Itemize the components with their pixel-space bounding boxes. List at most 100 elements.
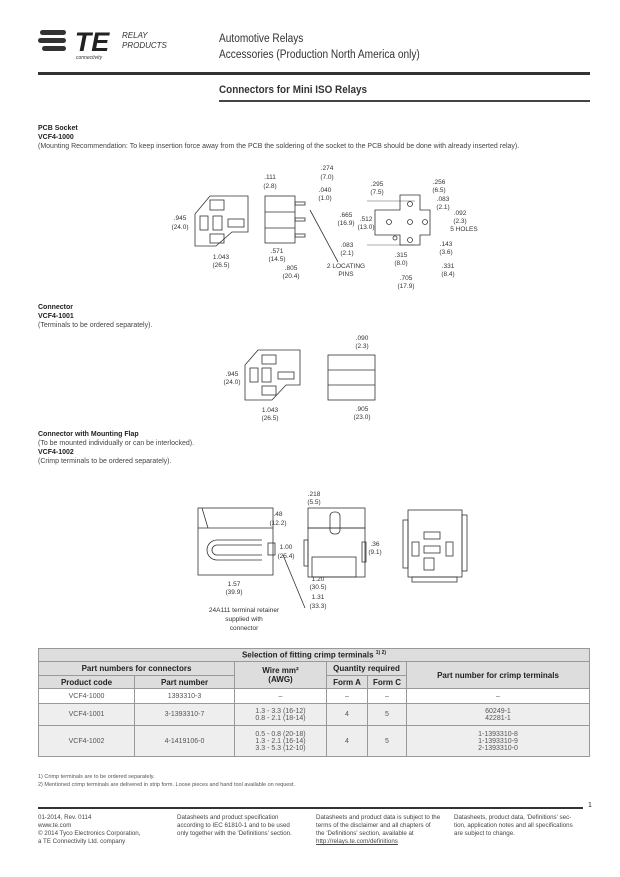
pcb-footprint-view [367, 194, 431, 246]
dim-label: 1.57 [228, 581, 241, 588]
section-divider [219, 100, 590, 102]
table-title: Selection of fitting crimp terminals 1) … [38, 648, 590, 662]
dim-label: .945 [174, 215, 187, 222]
header-crimp: Part number for crimp terminals [406, 661, 590, 689]
cell-form-c: 5 [367, 725, 407, 757]
table-title-text: Selection of fitting crimp terminals [241, 650, 374, 660]
header-connectors: Part numbers for connectors [38, 661, 235, 676]
cell-form-a: 4 [326, 725, 368, 757]
footer-text: the 'Definitions' section, available at [316, 830, 414, 837]
dim-label: (12.2) [270, 520, 287, 527]
connector-side-view [327, 354, 376, 401]
cell-code: VCF4-1001 [38, 703, 135, 726]
product-connector: Connector VCF4-1001 (Terminals to be ord… [38, 303, 152, 330]
dim-label: (33.3) [310, 603, 327, 610]
cell-wire: – [234, 688, 327, 704]
header-wire: Wire mm²(AWG) [234, 661, 327, 689]
copyright: © 2014 Tyco Electronics Corporation, [38, 830, 141, 837]
dim-label: (9.1) [368, 549, 381, 556]
dim-label: (17.9) [398, 283, 415, 290]
footer-col-4: Datasheets, product data, 'Definitions' … [454, 814, 573, 838]
revision: 01-2014, Rev. 0114 [38, 814, 92, 821]
footer-text: Datasheets, product data, 'Definitions' … [454, 814, 572, 821]
header-form-c: Form C [367, 675, 407, 689]
website-link[interactable]: www.te.com [38, 822, 72, 829]
crimp-line: 42281-1 [485, 714, 511, 722]
product-code: VCF4-1002 [38, 449, 74, 456]
footer-text: tion, application notes and all specific… [454, 822, 573, 829]
product-note: (Crimp terminals to be ordered separatel… [38, 458, 172, 465]
dim-label: (24.0) [172, 224, 189, 231]
product-note: (Mounting Recommendation: To keep insert… [38, 143, 520, 150]
footer-text: only together with the 'Definitions' sec… [177, 830, 292, 837]
company: a TE Connectivity Ltd. company [38, 838, 126, 845]
dim-label: .315 [395, 252, 408, 259]
logo-text: TE [75, 27, 110, 56]
cell-part: 1393310-3 [134, 688, 235, 704]
product-name: Connector [38, 304, 73, 311]
dim-label: (2.3) [355, 343, 368, 350]
product-connector-flap: Connector with Mounting Flap (To be moun… [38, 430, 194, 466]
header-wire-label: Wire mm² [262, 666, 299, 675]
dim-label: .218 [308, 491, 321, 498]
table-row: VCF4-1002 4-1419106-0 0.5 - 0.8 (20-18)1… [38, 725, 590, 757]
wire-line: 0.5 - 0.8 (20-18) [255, 730, 306, 738]
header-divider [38, 72, 590, 75]
cell-wire: 1.3 - 3.3 (16-12)0.8 - 2.1 (18-14) [234, 703, 327, 726]
product-name: Connector with Mounting Flap [38, 431, 139, 438]
dim-label: (30.5) [310, 584, 327, 591]
flap-connector-rear-view [282, 509, 468, 609]
definitions-link[interactable]: http://relays.te.com/definitions [316, 838, 398, 845]
header-product-code: Product code [38, 675, 135, 689]
dim-label: .512 [360, 216, 373, 223]
dim-label: (24.0) [224, 379, 241, 386]
dim-label: .295 [371, 181, 384, 188]
dim-label: (13.0) [358, 224, 375, 231]
dim-label: (2.8) [263, 183, 276, 190]
product-pcb-socket: PCB Socket VCF4-1000 (Mounting Recommend… [38, 124, 519, 151]
dim-label: .083 [341, 242, 354, 249]
footer-col-1: 01-2014, Rev. 0114 www.te.com © 2014 Tyc… [38, 814, 140, 846]
product-name: PCB Socket [38, 125, 78, 132]
dim-label: (26.5) [213, 262, 230, 269]
dim-label: 1.31 [312, 594, 325, 601]
dim-label: (14.5) [269, 256, 286, 263]
footer-text: terms of the disclaimer and all chapters… [316, 822, 431, 829]
product-note: (Terminals to be ordered separately). [38, 322, 153, 329]
document-header: Automotive Relays Accessories (Productio… [219, 31, 420, 63]
dim-label: (23.0) [354, 414, 371, 421]
dim-label: .090 [356, 335, 369, 342]
callout-label: 24A111 terminal retainer [209, 607, 280, 614]
section-title: Connectors for Mini ISO Relays [219, 84, 367, 96]
callout-label: PINS [338, 271, 354, 278]
cell-part: 4-1419106-0 [134, 725, 235, 757]
dim-label: (1.0) [318, 195, 331, 202]
dim-label: 1.20 [312, 576, 325, 583]
dim-label: (25.4) [278, 553, 295, 560]
dim-label: (26.5) [262, 415, 279, 422]
cell-crimp: – [406, 688, 590, 704]
crimp-line: 1-1393310-8 [478, 730, 518, 738]
dim-label: .083 [437, 196, 450, 203]
cell-form-c: 5 [367, 703, 407, 726]
dim-label: .040 [319, 187, 332, 194]
dim-label: .111 [264, 174, 276, 181]
cell-code: VCF4-1002 [38, 725, 135, 757]
dim-label: (39.9) [226, 589, 243, 596]
logo-subtext: connectivity [76, 55, 103, 61]
crimp-line: 1-1393310-9 [478, 737, 518, 745]
dim-label: (8.0) [394, 260, 407, 267]
footer-text: are subject to change. [454, 830, 515, 837]
crimp-line: 60249-1 [485, 707, 511, 715]
dim-label: .571 [271, 248, 284, 255]
dim-label: (7.0) [320, 174, 333, 181]
footer-text: Datasheets and product data is subject t… [316, 814, 441, 821]
brand-label: RELAY PRODUCTS [122, 31, 167, 51]
header-form-a: Form A [326, 675, 368, 689]
pcb-socket-side-view [264, 195, 339, 263]
page-number: 1 [588, 802, 592, 809]
dim-label: (5.5) [307, 499, 320, 506]
wire-line: 1.3 - 2.1 (16-14) [255, 737, 306, 745]
dim-label: (6.5) [432, 187, 445, 194]
